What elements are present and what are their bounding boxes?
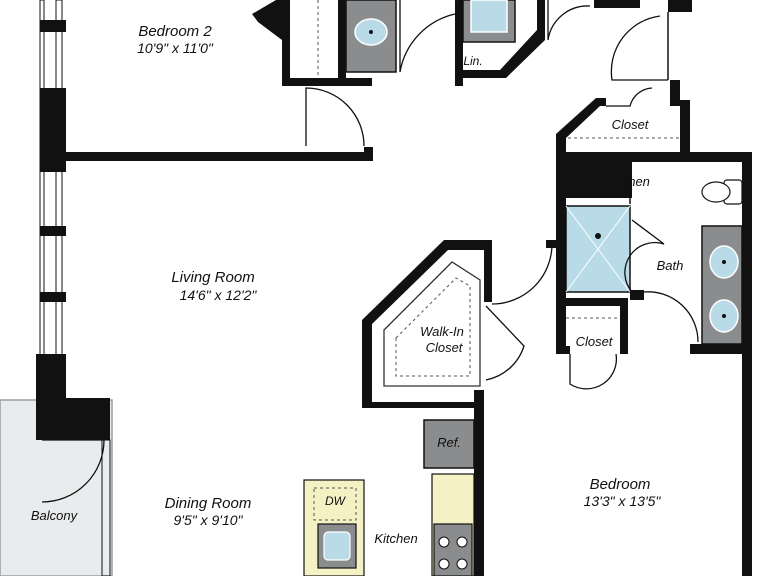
living-room-size: 14'6" x 12'2" [180,287,258,303]
shower-drain-icon [595,233,601,239]
bedroom-name: Bedroom [590,476,651,493]
balcony-door [41,439,111,576]
upper-closet-label: Closet [612,117,650,132]
lower-closet [556,298,628,390]
lin-label: Lin. [463,54,482,68]
upper-bath [252,0,692,86]
refrigerator [423,419,475,469]
upper-closet [556,80,752,576]
ref-label: Ref. [437,435,461,450]
dining-room-size: 9'5" x 9'10" [174,512,244,528]
balcony-label: Balcony [31,508,79,523]
bath-label: Bath [657,258,684,273]
bedroom-size: 13'3" x 13'5" [584,493,662,509]
central-wall [423,390,484,576]
range [433,523,473,576]
bedroom2-name: Bedroom 2 [138,23,212,40]
walkin-closet [362,240,556,408]
right-bath [556,152,743,354]
kitchen-island [303,479,365,576]
dw-label: DW [325,494,347,508]
bedroom2-size: 10'9" x 11'0" [137,40,214,56]
bedroom2-wall [62,87,373,161]
living-room-name: Living Room [171,269,254,286]
left-exterior-wall [36,0,110,440]
walkin-label-line1: Walk-In [420,324,464,339]
dining-room-name: Dining Room [165,495,252,512]
linen-label: Linen [618,174,650,189]
lower-closet-label: Closet [576,334,614,349]
walkin-label-line2: Closet [426,340,464,355]
kitchen-label: Kitchen [374,531,417,546]
